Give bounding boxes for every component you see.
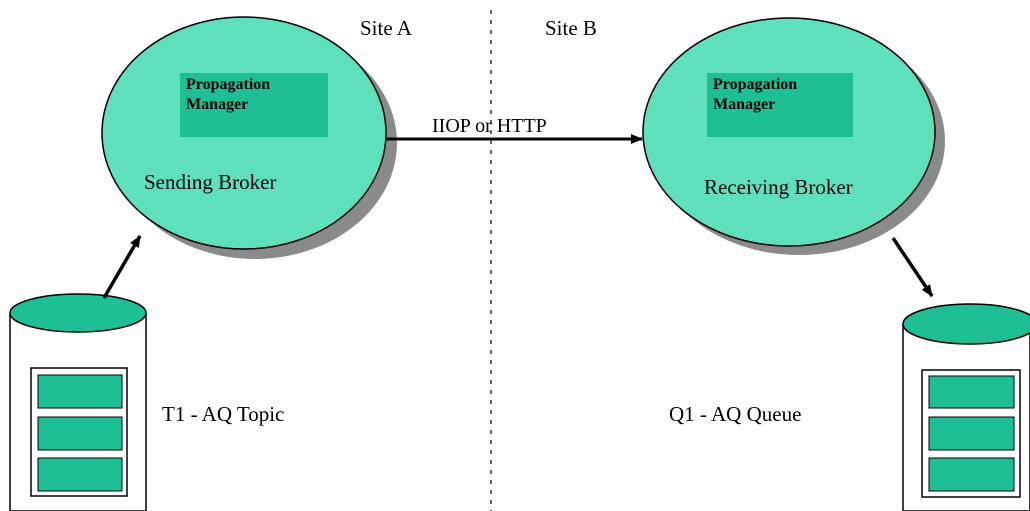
queue-store-cylinder — [902, 303, 1030, 511]
topic-to-sender-arrow — [102, 235, 142, 299]
receiver-to-queue-arrow — [891, 237, 934, 297]
sending-broker-node — [101, 16, 397, 259]
manager-line-2: Manager — [713, 96, 776, 113]
site-b-label: Site B — [545, 16, 597, 40]
topic-store-top — [9, 293, 147, 333]
topic-store-cylinder — [9, 293, 147, 511]
queue-store-top — [902, 303, 1030, 345]
manager-line-2: Manager — [186, 96, 249, 113]
site-a-label: Site A — [360, 16, 412, 40]
queue-store-slot — [928, 375, 1015, 409]
queue-store-slot — [928, 416, 1015, 451]
link-label: IIOP or HTTP — [432, 115, 547, 137]
receiving-propagation-manager: Propagation Manager — [707, 73, 853, 137]
topic-store-label: T1 - AQ Topic — [162, 402, 285, 426]
manager-line-1: Propagation — [186, 76, 271, 93]
receiving-broker-label: Receiving Broker — [704, 175, 853, 199]
sending-propagation-manager: Propagation Manager — [180, 73, 328, 137]
queue-store-slot — [928, 457, 1015, 492]
queue-store-label: Q1 - AQ Queue — [669, 402, 802, 426]
manager-line-1: Propagation — [713, 76, 798, 93]
topic-store-slot — [37, 416, 123, 451]
sending-broker-label: Sending Broker — [144, 170, 277, 194]
topic-store-slot — [37, 457, 123, 492]
topic-store-slot — [37, 374, 123, 409]
